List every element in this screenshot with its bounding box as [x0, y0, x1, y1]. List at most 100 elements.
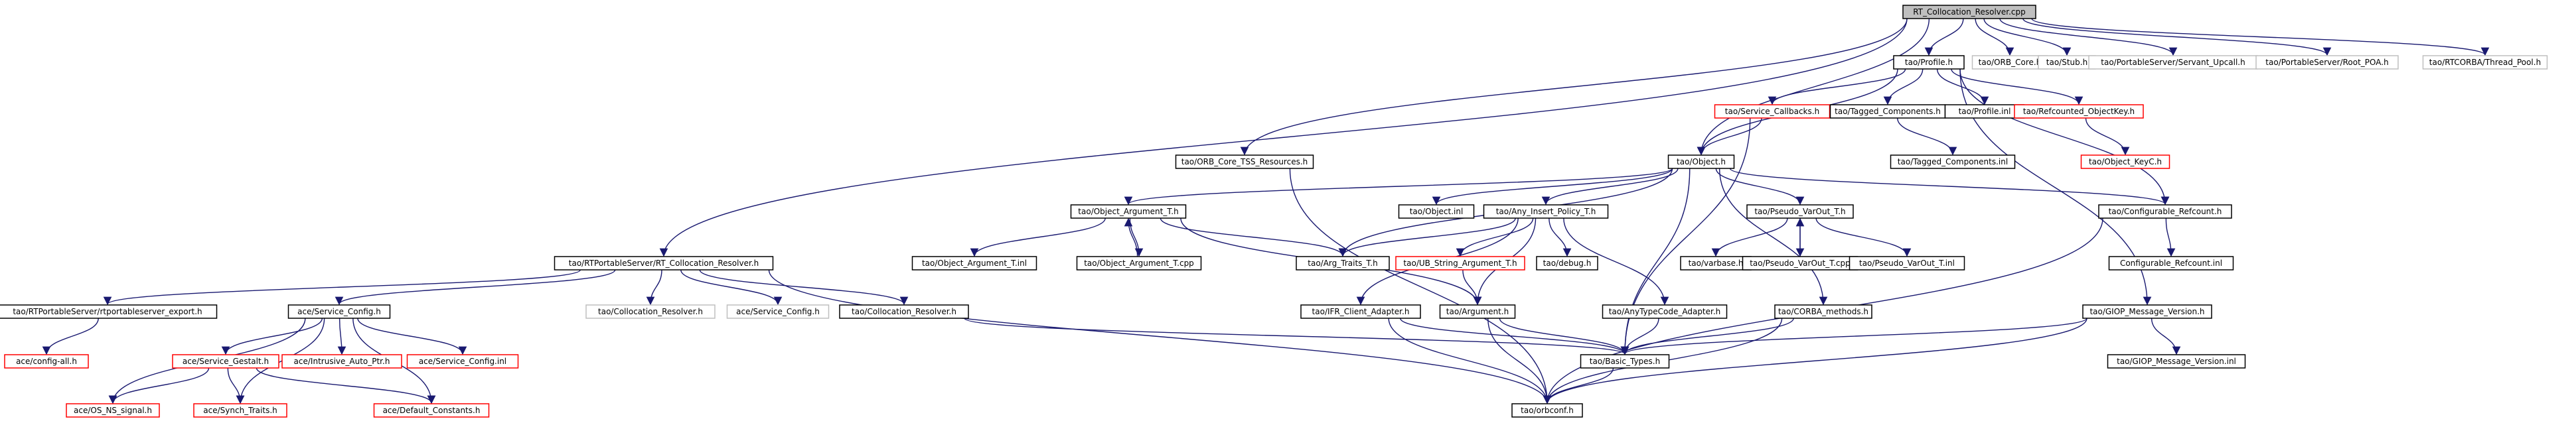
graph-node-orb-core-tss-h[interactable]: tao/ORB_Core_TSS_Resources.h — [1175, 154, 1314, 169]
graph-node-profile-h[interactable]: tao/Profile.h — [1893, 55, 1965, 70]
graph-node-orbconf-h[interactable]: tao/orbconf.h — [1511, 403, 1583, 418]
include-edge — [1620, 318, 2087, 355]
graph-node-ace-service-config-h-ext: ace/Service_Config.h — [726, 304, 830, 319]
include-edge — [1499, 318, 1629, 355]
node-label: ace/Service_Gestalt.h — [183, 357, 269, 366]
node-label: ace/Service_Config.inl — [419, 357, 506, 366]
node-label: tao/Object_Argument_T.h — [1078, 207, 1178, 216]
node-box — [406, 354, 519, 369]
node-box — [1300, 304, 1421, 319]
node-box — [726, 304, 830, 319]
graph-node-object-h[interactable]: tao/Object.h — [1667, 154, 1735, 169]
node-box — [1902, 5, 2036, 19]
graph-node-argument-h[interactable]: tao/Argument.h — [1439, 304, 1516, 319]
node-box — [0, 304, 218, 319]
graph-node-collocation-resolver-h[interactable]: tao/Collocation_Resolver.h — [839, 304, 969, 319]
node-label: tao/Tagged_Components.inl — [1898, 157, 2008, 166]
graph-node-basic-types-h[interactable]: tao/Basic_Types.h — [1580, 354, 1670, 369]
graph-node-service-gestalt-h[interactable]: ace/Service_Gestalt.h — [172, 354, 279, 369]
node-label: tao/Collocation_Resolver.h — [598, 307, 703, 316]
include-edge — [646, 269, 662, 306]
include-edge — [1456, 217, 1534, 257]
graph-node-default-constants-h[interactable]: ace/Default_Constants.h — [373, 403, 490, 418]
graph-node-debug-h[interactable]: tao/debug.h — [1536, 256, 1598, 271]
node-box — [2080, 154, 2170, 169]
include-edge — [1729, 168, 2170, 206]
node-box — [172, 354, 279, 369]
include-edge — [1124, 217, 1138, 257]
node-label: tao/Basic_Types.h — [1590, 357, 1660, 366]
node-label: tao/Refcounted_ObjectKey.h — [2023, 107, 2135, 116]
graph-node-arg-traits-h[interactable]: tao/Arg_Traits_T.h — [1296, 256, 1390, 271]
include-edge — [1711, 217, 1788, 257]
node-label: RT_Collocation_Resolver.cpp — [1913, 7, 2026, 17]
node-label: tao/Object_KeyC.h — [2089, 157, 2162, 166]
graph-node-configurable-refcount-h[interactable]: tao/Configurable_Refcount.h — [2098, 204, 2232, 219]
graph-node-stub-h: tao/Stub.h — [2038, 55, 2096, 70]
include-edge — [1883, 68, 1924, 105]
graph-node-object-argument-t-h[interactable]: tao/Object_Argument_T.h — [1070, 204, 1187, 219]
graph-node-os-ns-signal-h[interactable]: ace/OS_NS_signal.h — [66, 403, 160, 418]
graph-node-synch-traits-h[interactable]: ace/Synch_Traits.h — [193, 403, 287, 418]
node-box — [1511, 403, 1583, 418]
node-label: tao/debug.h — [1543, 259, 1592, 268]
graph-node-object-keyc-h[interactable]: tao/Object_KeyC.h — [2080, 154, 2170, 169]
include-edge — [337, 318, 346, 355]
include-edge — [1563, 217, 1669, 306]
graph-node-service-config-inl[interactable]: ace/Service_Config.inl — [406, 354, 519, 369]
graph-node-service-config-h[interactable]: ace/Service_Config.h — [287, 304, 391, 319]
node-label: tao/Stub.h — [2046, 58, 2087, 67]
graph-node-rtportableserver-export-h[interactable]: tao/RTPortableServer/rtportableserver_ex… — [0, 304, 218, 319]
graph-node-giop-message-version-inl[interactable]: tao/GIOP_Message_Version.inl — [2107, 354, 2246, 369]
graph-node-pseudo-varout-h[interactable]: tao/Pseudo_VarOut_T.h — [1746, 204, 1854, 219]
node-label: tao/Object.h — [1677, 157, 1726, 166]
graph-node-object-argument-t-cpp[interactable]: tao/Object_Argument_T.cpp — [1076, 256, 1202, 271]
graph-node-configurable-refcount-inl[interactable]: Configurable_Refcount.inl — [2108, 256, 2234, 271]
node-label: tao/Pseudo_VarOut_T.cpp — [1750, 259, 1851, 268]
graph-node-rt-collocation-resolver-h[interactable]: tao/RTPortableServer/RT_Collocation_Reso… — [554, 256, 774, 271]
include-edge — [1160, 217, 1347, 257]
node-label: ace/Synch_Traits.h — [203, 406, 277, 415]
node-box — [1746, 204, 1854, 219]
include-edge — [108, 367, 210, 404]
graph-node-root[interactable]: RT_Collocation_Resolver.cpp — [1902, 5, 2036, 19]
include-edge — [1697, 18, 1930, 156]
graph-node-ub-string-argument-h[interactable]: tao/UB_String_Argument_T.h — [1395, 256, 1525, 271]
node-label: tao/ORB_Core.h — [1979, 58, 2042, 67]
graph-node-giop-message-version-h[interactable]: tao/GIOP_Message_Version.h — [2082, 304, 2212, 319]
node-box — [1580, 354, 1670, 369]
include-edge — [699, 269, 909, 306]
graph-node-config-all-h[interactable]: ace/config-all.h — [4, 354, 89, 369]
graph-node-tagged-components-inl[interactable]: tao/Tagged_Components.inl — [1890, 154, 2016, 169]
graph-node-anytypecode-adapter-h[interactable]: tao/AnyTypeCode_Adapter.h — [1602, 304, 1728, 319]
graph-node-varbase-h[interactable]: tao/varbase.h — [1680, 256, 1752, 271]
graph-node-object-argument-t-inl[interactable]: tao/Object_Argument_T.inl — [911, 256, 1037, 271]
graph-node-any-insert-policy-h[interactable]: tao/Any_Insert_Policy_T.h — [1483, 204, 1609, 219]
include-edge — [1718, 168, 1828, 306]
include-edge — [1936, 68, 1989, 105]
include-edge — [964, 318, 1629, 355]
graph-node-profile-inl[interactable]: tao/Profile.inl — [1944, 104, 2025, 119]
node-box — [911, 256, 1037, 271]
node-layer: RT_Collocation_Resolver.cpp tao/Profile.h… — [0, 5, 2548, 418]
include-edge — [1432, 168, 1673, 206]
include-edge — [1897, 117, 1957, 156]
node-label: ace/OS_NS_signal.h — [74, 406, 152, 415]
graph-node-tagged-components-h[interactable]: tao/Tagged_Components.h — [1829, 104, 1946, 119]
graph-node-object-inl[interactable]: tao/Object.inl — [1398, 204, 1475, 219]
include-edge — [1999, 18, 2178, 56]
graph-node-pseudo-varout-cpp[interactable]: tao/Pseudo_VarOut_T.cpp — [1742, 256, 1858, 271]
include-edge — [768, 269, 1552, 404]
graph-node-pseudo-varout-inl[interactable]: tao/Pseudo_VarOut_T.inl — [1849, 256, 1965, 271]
node-box — [281, 354, 402, 369]
node-label: tao/CORBA_methods.h — [1778, 307, 1868, 316]
graph-node-intrusive-auto-ptr-h[interactable]: ace/Intrusive_Auto_Ptr.h — [281, 354, 402, 369]
include-edge — [1543, 318, 2087, 404]
graph-node-ifr-client-adapter-h[interactable]: tao/IFR_Client_Adapter.h — [1300, 304, 1421, 319]
graph-node-corba-methods-h[interactable]: tao/CORBA_methods.h — [1774, 304, 1872, 319]
graph-node-service-callbacks-h[interactable]: tao/Service_Callbacks.h — [1714, 104, 1831, 119]
node-box — [66, 403, 160, 418]
node-label: tao/varbase.h — [1689, 259, 1744, 268]
graph-node-refcounted-objectkey-h[interactable]: tao/Refcounted_ObjectKey.h — [2014, 104, 2144, 119]
node-label: ace/Intrusive_Auto_Ptr.h — [294, 357, 390, 366]
